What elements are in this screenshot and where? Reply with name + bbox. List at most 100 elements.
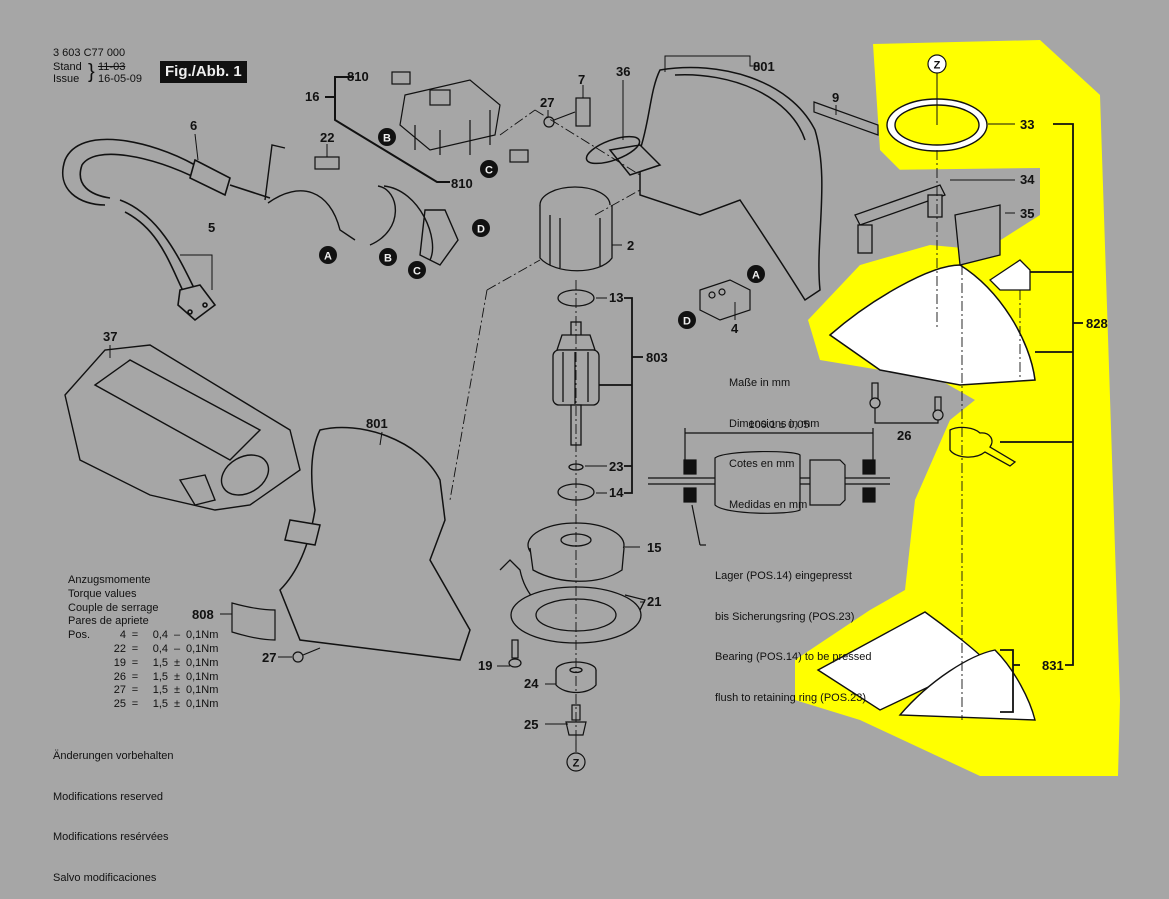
torque-value: 1,5 xyxy=(152,670,168,683)
torque-eq: = xyxy=(131,684,139,697)
connector-c-1: C xyxy=(408,261,426,279)
part-label-4: 4 xyxy=(731,321,739,336)
connector-c-2: C xyxy=(480,160,498,178)
torque-values-table: Anzugsmomente Torque values Couple de se… xyxy=(68,574,230,712)
torque-value: 1,5 xyxy=(152,698,168,711)
part-label-27-top: 27 xyxy=(540,95,554,110)
part-label-19: 19 xyxy=(478,658,492,673)
part-label-15: 15 xyxy=(647,540,661,555)
torque-pos: 26 xyxy=(113,670,126,683)
armature-length-dimension: 100.1 ± 0,05 xyxy=(748,419,809,431)
exploded-parts-diagram: A B C D B C A D Z Z 801 810 810 16 6 22 … xyxy=(53,40,1120,884)
part-801-housing-half-top xyxy=(608,66,823,302)
connector-label: C xyxy=(485,165,493,177)
bearing-note: Lager (POS.14) eingepresst bis Sicherung… xyxy=(715,543,872,719)
connector-label: D xyxy=(683,316,691,328)
part-label-828: 828 xyxy=(1086,316,1108,331)
part-16-switch-board xyxy=(399,79,501,155)
part-labels-layer: 801 810 810 16 6 22 5 27 7 36 9 2 13 803… xyxy=(103,59,1108,732)
part-label-7: 7 xyxy=(578,72,585,87)
part-label-14: 14 xyxy=(609,485,624,500)
part-label-831: 831 xyxy=(1042,658,1064,673)
part-label-13: 13 xyxy=(609,290,623,305)
part-label-23: 23 xyxy=(609,459,623,474)
connector-b-1: B xyxy=(379,248,397,266)
part-19-screw xyxy=(508,639,522,668)
torque-row: 27 = 1,5 ± 0,1Nm xyxy=(68,684,230,698)
torque-eq: = xyxy=(131,629,139,642)
torque-op: – xyxy=(173,642,181,655)
diagram-canvas xyxy=(62,40,1120,776)
connector-label: Z xyxy=(573,758,580,770)
part-34-support xyxy=(854,184,946,254)
stand-label: Stand xyxy=(53,61,82,73)
modifications-line: Modifications resérvées xyxy=(53,831,169,843)
power-cord-drawing xyxy=(62,138,271,322)
torque-title: Anzugsmomente xyxy=(68,574,151,586)
dimensions-note: Maße in mm Dimensions in mm Cotes en mm … xyxy=(729,350,819,526)
torque-tol: 0,1Nm xyxy=(186,629,219,642)
torque-pos: 19 xyxy=(113,656,126,669)
torque-pos: 25 xyxy=(113,698,126,711)
connector-a-2: A xyxy=(747,265,765,283)
highlight-region xyxy=(795,40,1120,776)
part-801-housing-half-bottom xyxy=(279,426,471,661)
part-label-24: 24 xyxy=(524,676,539,691)
part-label-25: 25 xyxy=(524,717,538,732)
torque-op: ± xyxy=(173,656,181,669)
part-808-label xyxy=(231,602,276,641)
part-36-seal xyxy=(585,135,641,165)
connector-label: D xyxy=(477,224,485,236)
torque-pos-label: Pos. xyxy=(68,629,91,642)
part-2-field-coil xyxy=(539,186,613,272)
brace-icon: } xyxy=(88,61,95,83)
part-828-spring xyxy=(949,426,1017,467)
torque-eq: = xyxy=(131,642,139,655)
part-810-brush-a xyxy=(391,71,411,85)
armature-dimension-drawing xyxy=(648,428,890,546)
torque-row: 22 = 0,4 – 0,1Nm xyxy=(68,643,230,657)
part-label-27-bottom: 27 xyxy=(262,650,276,665)
connector-layer: A B C D B C A D Z Z xyxy=(319,54,947,772)
bearing-note-line: bis Sicherungsring (POS.23) xyxy=(715,610,855,623)
connector-label: Z xyxy=(934,60,941,72)
connector-label: A xyxy=(324,251,332,263)
connector-d-2: D xyxy=(678,311,696,329)
torque-value: 1,5 xyxy=(152,656,168,669)
torque-row: 25 = 1,5 ± 0,1Nm xyxy=(68,698,230,712)
part-label-2: 2 xyxy=(627,238,634,253)
part-label-6: 6 xyxy=(190,118,197,133)
part-label-810-a: 810 xyxy=(347,69,369,84)
torque-eq: = xyxy=(131,670,139,683)
part-4-switch xyxy=(699,279,751,321)
torque-op: – xyxy=(173,629,181,642)
dimensions-line: Maße in mm xyxy=(729,377,791,389)
issue-label: Issue xyxy=(53,73,80,85)
part-828-base-plate xyxy=(828,264,1036,386)
torque-pos: 22 xyxy=(113,642,126,655)
torque-tol: 0,1Nm xyxy=(186,698,219,711)
dimensions-line: Dimensions in mm xyxy=(729,417,820,430)
leader-lines-16 xyxy=(325,76,450,183)
part-label-801-top: 801 xyxy=(753,59,775,74)
torque-value: 1,5 xyxy=(152,684,168,697)
part-9-label xyxy=(813,101,879,136)
torque-title: Pares de apriete xyxy=(68,615,149,628)
connector-d-1: D xyxy=(472,219,490,237)
modifications-line: Salvo modificaciones xyxy=(53,871,157,884)
part-label-36: 36 xyxy=(616,64,630,79)
part-label-810-b: 810 xyxy=(451,176,473,191)
part-label-22: 22 xyxy=(320,130,334,145)
torque-row: 26 = 1,5 ± 0,1Nm xyxy=(68,671,230,685)
connector-z-bottom: Z xyxy=(566,752,586,772)
torque-tol: 0,1Nm xyxy=(186,670,219,683)
part-label-21: 21 xyxy=(647,594,661,609)
connector-label: A xyxy=(752,270,760,282)
figure-label: Fig./Abb. 1 xyxy=(160,61,247,83)
part-label-5: 5 xyxy=(208,220,215,235)
part-label-801-bottom: 801 xyxy=(366,416,388,431)
dimensions-line: Cotes en mm xyxy=(729,458,795,470)
part-37-dust-box xyxy=(64,344,301,511)
connector-label: B xyxy=(384,253,392,265)
leader-828 xyxy=(1000,123,1083,713)
